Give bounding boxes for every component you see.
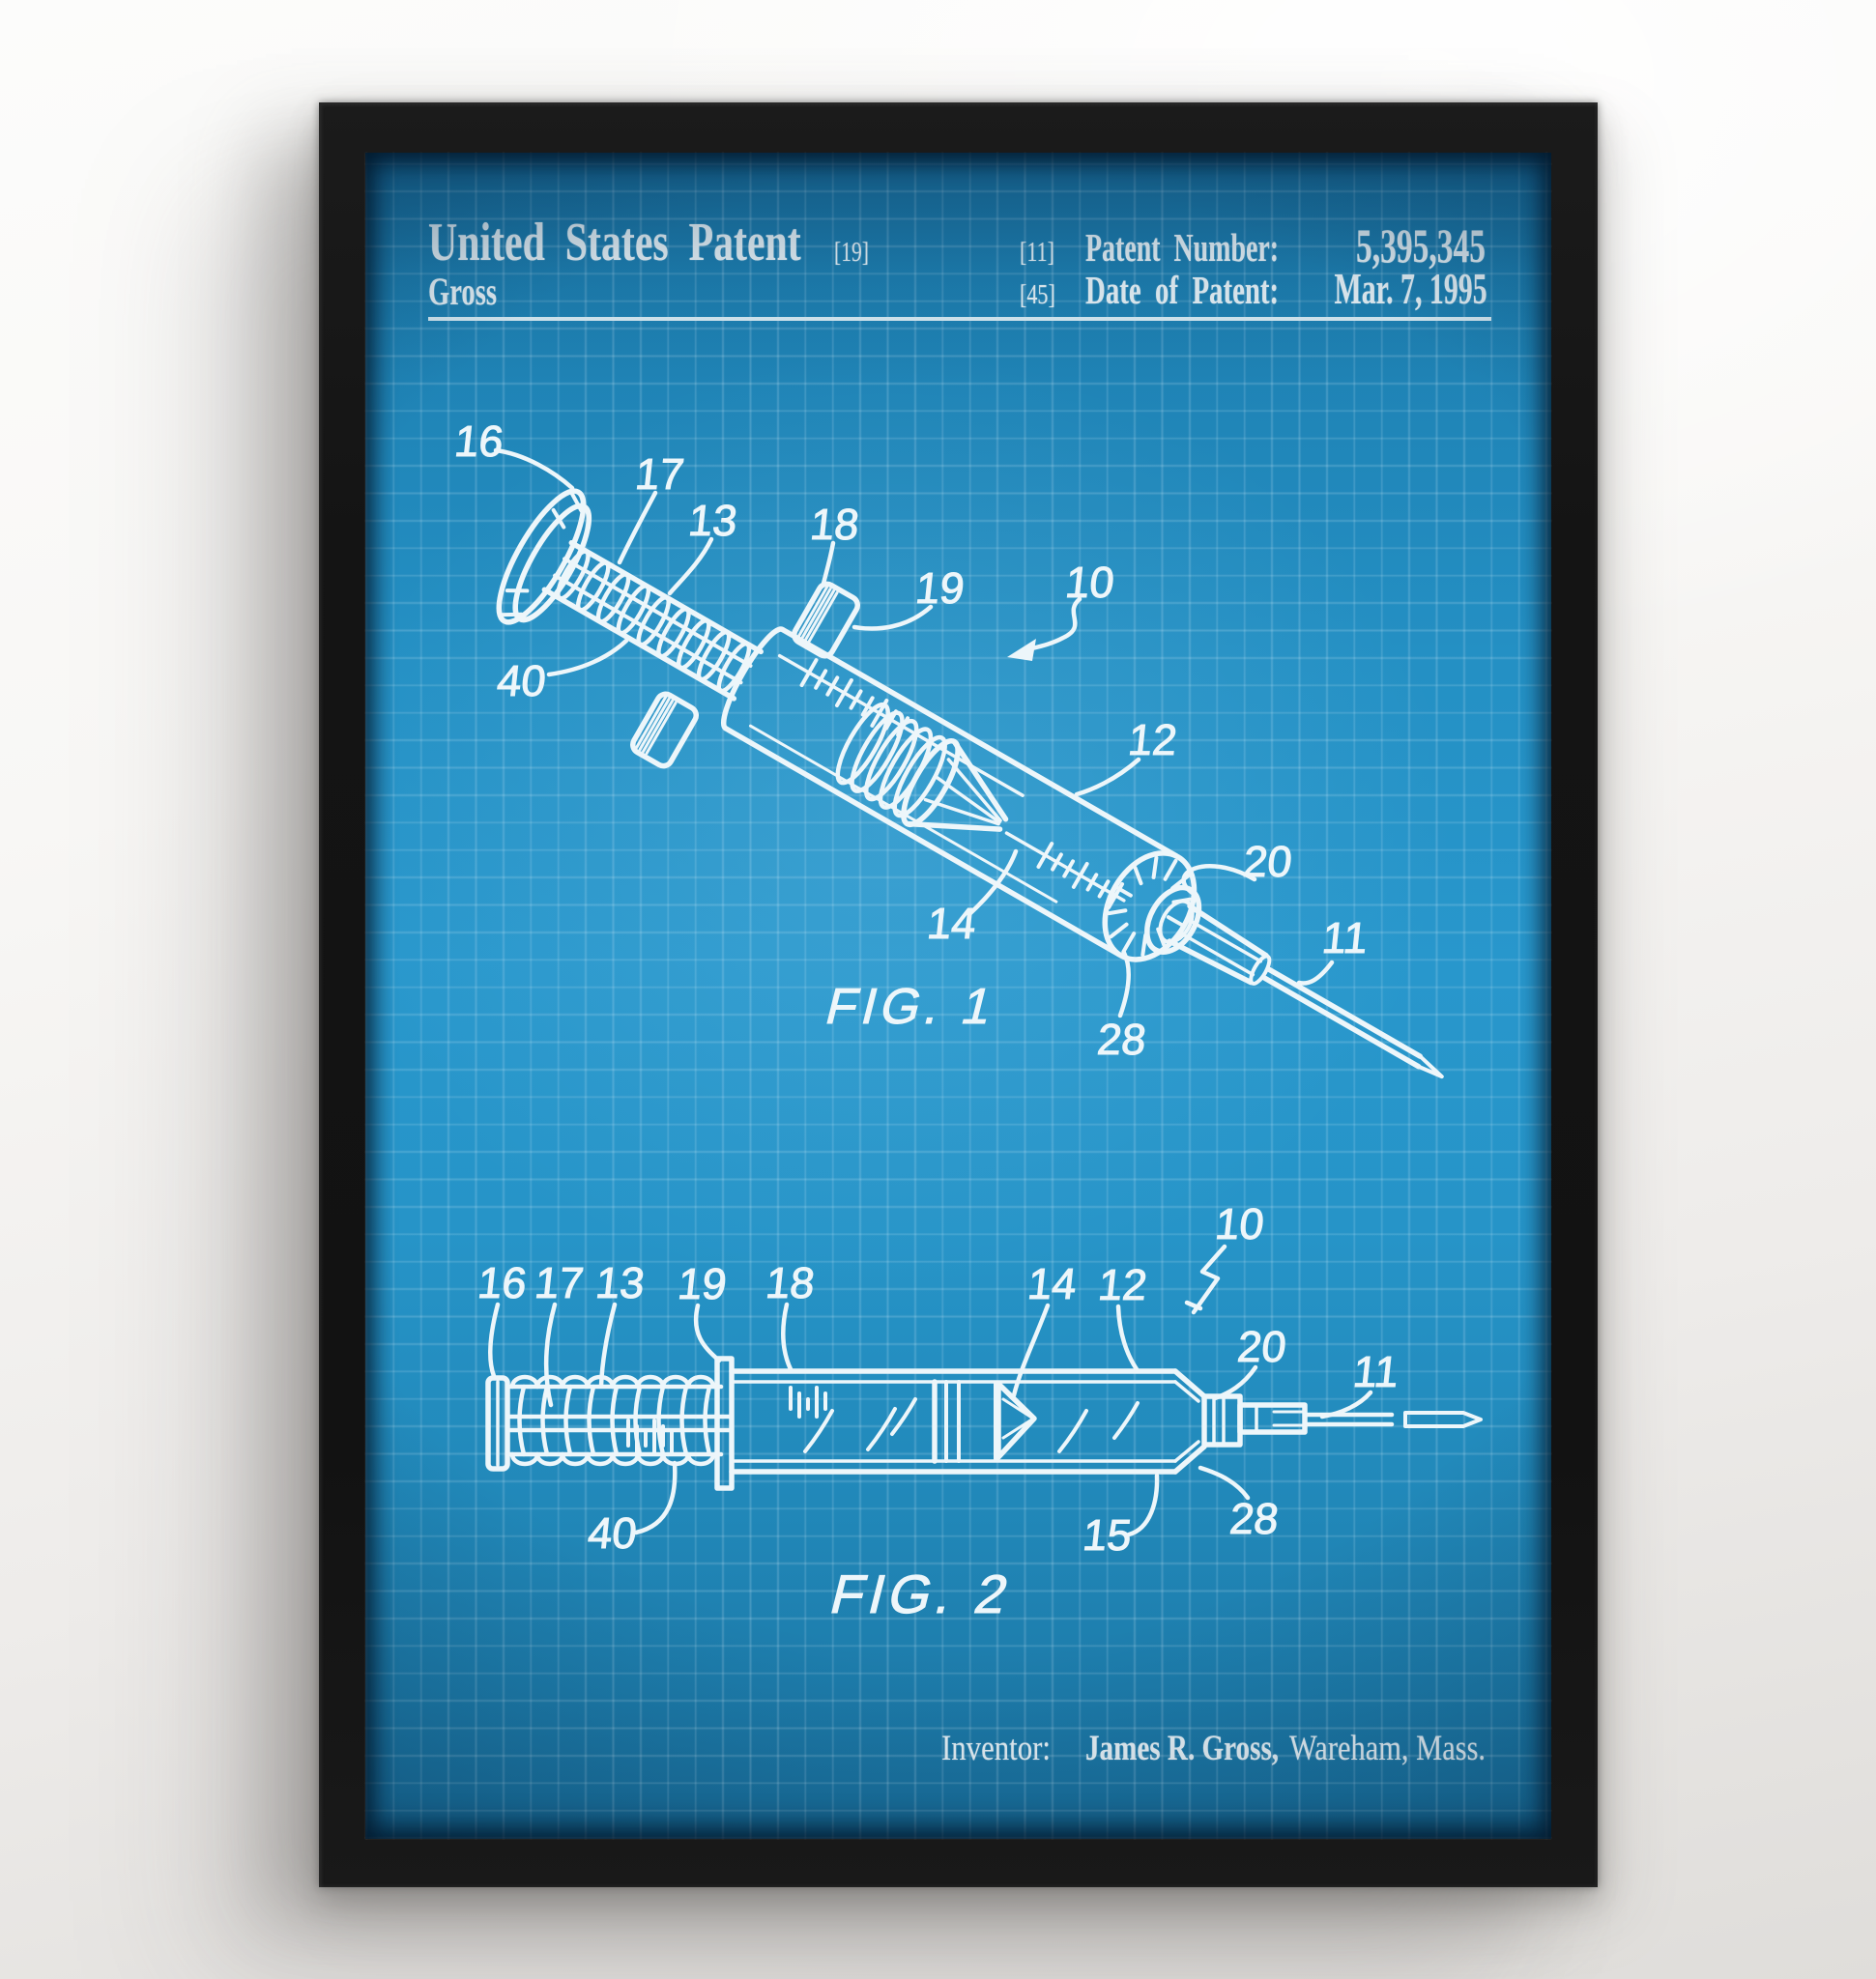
svg-text:28: 28 <box>1227 1494 1281 1543</box>
svg-text:16: 16 <box>452 416 505 466</box>
svg-text:12: 12 <box>1126 715 1179 764</box>
svg-text:13: 13 <box>686 496 739 545</box>
svg-text:11: 11 <box>1351 1347 1401 1396</box>
svg-text:18: 18 <box>808 500 861 549</box>
svg-text:16: 16 <box>476 1258 529 1307</box>
svg-text:15: 15 <box>1081 1510 1134 1560</box>
svg-text:17: 17 <box>533 1258 586 1307</box>
svg-text:12: 12 <box>1096 1260 1149 1309</box>
svg-text:FIG. 2: FIG. 2 <box>824 1565 1019 1625</box>
svg-text:18: 18 <box>764 1258 817 1307</box>
svg-text:11: 11 <box>1320 913 1371 962</box>
svg-text:40: 40 <box>495 656 548 705</box>
svg-text:17: 17 <box>633 449 686 499</box>
svg-text:20: 20 <box>1235 1322 1288 1371</box>
svg-text:19: 19 <box>676 1259 729 1308</box>
svg-text:10: 10 <box>1063 558 1116 607</box>
svg-text:20: 20 <box>1241 837 1294 886</box>
svg-text:19: 19 <box>913 563 967 613</box>
svg-text:FIG. 1: FIG. 1 <box>821 979 1003 1035</box>
svg-text:14: 14 <box>1025 1259 1079 1308</box>
svg-text:10: 10 <box>1213 1199 1266 1248</box>
svg-text:14: 14 <box>925 899 978 948</box>
svg-text:40: 40 <box>586 1508 639 1558</box>
svg-text:28: 28 <box>1095 1015 1148 1064</box>
svg-text:13: 13 <box>593 1258 647 1307</box>
